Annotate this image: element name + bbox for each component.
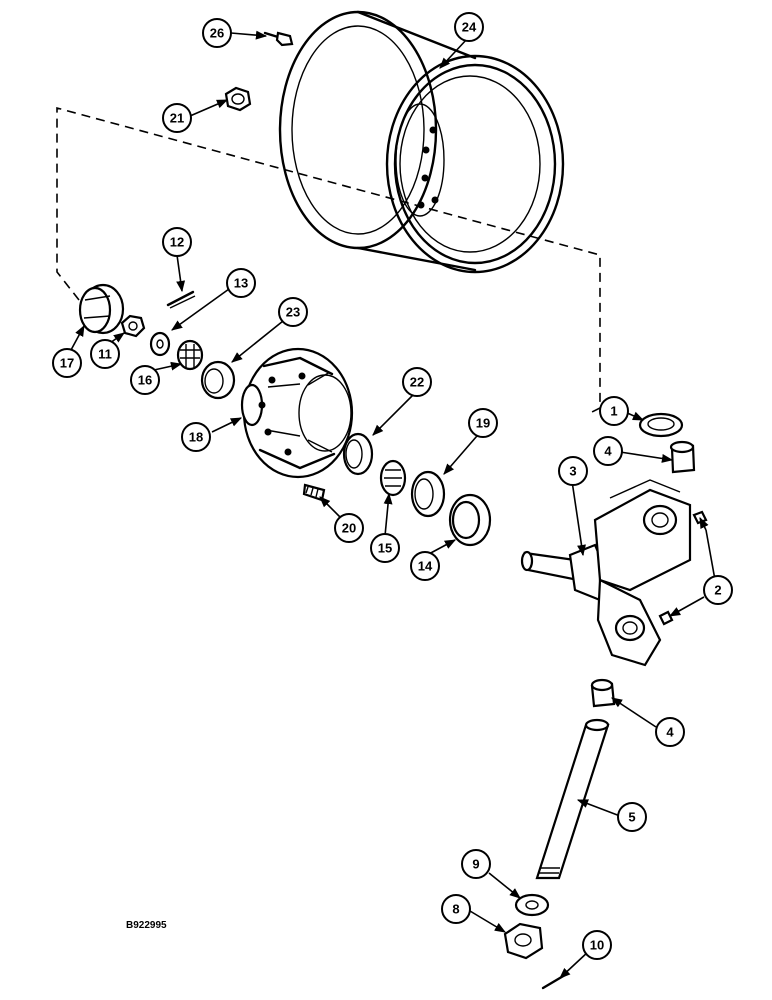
svg-text:20: 20 — [342, 521, 356, 536]
steering-spindle — [520, 479, 692, 667]
callout-12: 12 — [162, 227, 192, 257]
callouts: 26 24 21 12 13 23 17 11 16 18 22 19 20 1… — [52, 12, 733, 960]
bearing-cone-15 — [379, 459, 407, 497]
callout-14: 14 — [410, 551, 440, 581]
callout-15: 15 — [370, 533, 400, 563]
svg-text:14: 14 — [418, 559, 433, 574]
svg-text:9: 9 — [472, 857, 479, 872]
washer-9 — [514, 893, 550, 917]
callout-24: 24 — [454, 12, 484, 42]
svg-text:3: 3 — [569, 464, 576, 479]
callout-19: 19 — [468, 408, 498, 438]
reference-code: B922995 — [126, 920, 167, 931]
callout-11: 11 — [90, 339, 120, 369]
svg-text:18: 18 — [189, 430, 203, 445]
cotter-pin-12 — [166, 290, 196, 309]
bearing-cup-22 — [342, 432, 374, 476]
callout-1: 1 — [599, 396, 629, 426]
svg-text:24: 24 — [462, 20, 477, 35]
svg-text:13: 13 — [234, 276, 248, 291]
callout-4-lower: 4 — [655, 717, 685, 747]
bushing-4-lower — [590, 678, 616, 708]
callout-2: 2 — [703, 575, 733, 605]
grease-seal — [78, 283, 125, 335]
svg-text:23: 23 — [286, 305, 300, 320]
callout-5: 5 — [617, 802, 647, 832]
svg-text:17: 17 — [60, 356, 74, 371]
svg-text:16: 16 — [138, 373, 152, 388]
callout-26: 26 — [202, 18, 232, 48]
callout-8: 8 — [441, 894, 471, 924]
wheel-bolt — [263, 31, 294, 47]
callout-17: 17 — [52, 348, 82, 378]
callout-23: 23 — [278, 297, 308, 327]
callout-16: 16 — [130, 365, 160, 395]
svg-text:15: 15 — [378, 541, 392, 556]
leader-lines — [70, 30, 718, 979]
callout-4-upper: 4 — [593, 436, 623, 466]
oil-seal-14 — [448, 493, 492, 547]
bearing-cup-23 — [200, 360, 236, 400]
svg-text:21: 21 — [170, 111, 184, 126]
callout-18: 18 — [181, 422, 211, 452]
castle-nut-11 — [120, 314, 146, 338]
callout-20: 20 — [334, 513, 364, 543]
bushing-4-upper — [669, 440, 696, 474]
svg-text:22: 22 — [410, 375, 424, 390]
callout-9: 9 — [461, 849, 491, 879]
svg-text:11: 11 — [98, 347, 112, 362]
king-pin — [535, 718, 610, 880]
svg-text:5: 5 — [628, 810, 635, 825]
svg-text:4: 4 — [604, 444, 612, 459]
callout-21: 21 — [162, 103, 192, 133]
washer-13 — [149, 331, 171, 357]
wheel-rim — [278, 10, 565, 274]
wheel-nut — [224, 86, 252, 112]
svg-text:1: 1 — [610, 404, 617, 419]
svg-text:10: 10 — [590, 938, 604, 953]
assembly-dashed-line — [56, 106, 601, 415]
bearing-cone-16 — [176, 339, 204, 371]
bearing-cup-19 — [410, 470, 446, 518]
castle-nut-8 — [503, 922, 544, 960]
svg-text:12: 12 — [170, 235, 184, 250]
svg-text:4: 4 — [666, 725, 674, 740]
callout-10: 10 — [582, 930, 612, 960]
callout-13: 13 — [226, 268, 256, 298]
wheel-hub — [240, 347, 354, 479]
bushing-1 — [638, 412, 684, 438]
svg-text:2: 2 — [714, 583, 721, 598]
svg-text:26: 26 — [210, 26, 224, 41]
callout-22: 22 — [402, 367, 432, 397]
svg-text:8: 8 — [452, 902, 459, 917]
svg-text:19: 19 — [476, 416, 490, 431]
callout-3: 3 — [558, 456, 588, 486]
